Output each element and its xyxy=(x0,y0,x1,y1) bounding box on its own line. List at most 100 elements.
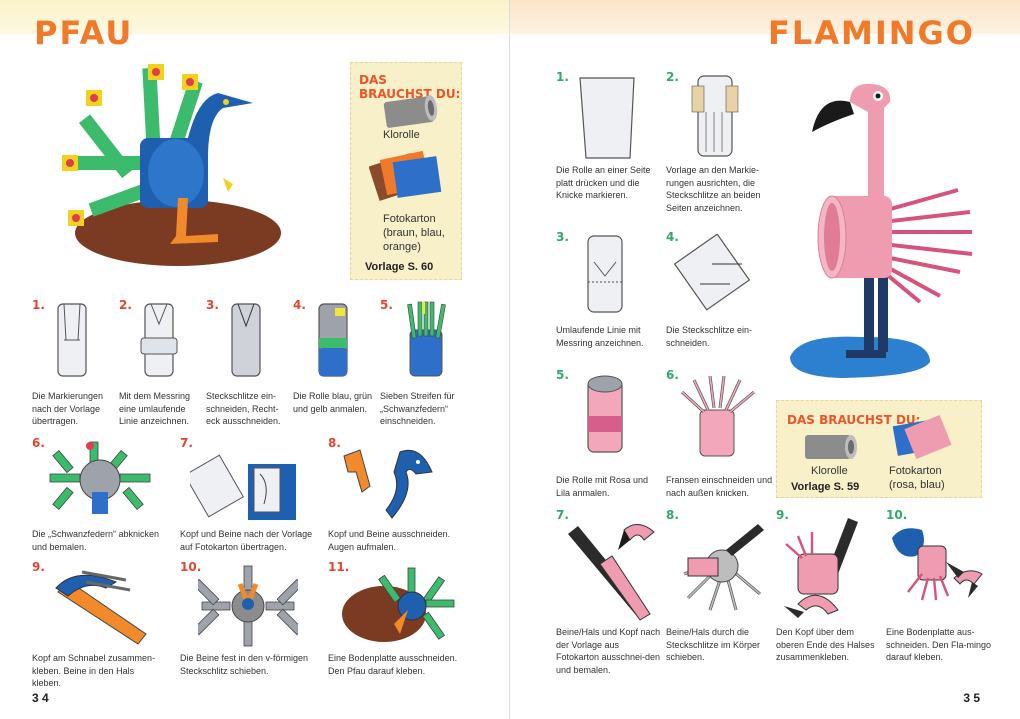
step-number: 6. xyxy=(666,368,679,382)
step-number: 10. xyxy=(886,508,908,522)
page-right: FLAMINGO DAS BRAUCHST DU: xyxy=(510,0,1020,719)
material-item: Klorolle xyxy=(811,465,848,477)
toilet-roll-icon xyxy=(801,431,861,463)
step-text: Die Steckschlitze ein-schneiden. xyxy=(666,325,753,348)
step-text: Mit dem Messring eine umlaufende Linie a… xyxy=(119,391,191,427)
step-text: Die Rolle an einer Seite platt drücken u… xyxy=(556,165,651,201)
step-2: 2. Mit dem Messring eine umlaufende Lini… xyxy=(119,298,205,438)
step-number: 7. xyxy=(180,436,193,450)
template-transfer-illustration xyxy=(190,444,310,526)
roll-pink-illustration xyxy=(580,372,630,456)
roll-flattened-illustration xyxy=(576,74,640,162)
step-9: 9. Kopf am Schnabel zusammen-kleben. Bei… xyxy=(32,560,172,688)
step-6: 6. Die „Schwanzfedern“ abknicken und bem… xyxy=(32,436,172,561)
toilet-roll-icon xyxy=(379,93,441,131)
roll-ring-illustration xyxy=(137,300,181,380)
step-text: Umlaufende Linie mit Messring anzeichnen… xyxy=(556,325,644,348)
page-left: PFAU xyxy=(0,0,510,719)
step-3: 3. Umlaufende Linie mit Messring anzeich… xyxy=(556,230,664,360)
step-number: 9. xyxy=(776,508,789,522)
step-text: Die „Schwanzfedern“ abknicken und bemale… xyxy=(32,529,160,552)
materials-box: DAS BRAUCHST DU: Klorolle Fotokarton (br… xyxy=(350,62,462,280)
material-item: Fotokarton (braun, blau, orange) xyxy=(383,213,445,253)
step-text: Kopf und Beine nach der Vorlage auf Foto… xyxy=(180,529,313,552)
step-3: 3. Steckschlitze ein-schneiden, Recht-ec… xyxy=(206,298,292,438)
page-title: PFAU xyxy=(34,14,134,52)
roll-fringes-illustration xyxy=(674,372,760,460)
step-text: Eine Bodenplatte aus-schneiden. Den Fla-… xyxy=(886,627,992,663)
step-text: Kopf und Beine ausschneiden. Augen aufma… xyxy=(328,529,451,552)
flamingo-craft-photo xyxy=(780,72,980,384)
cardboard-sheets-icon xyxy=(891,415,955,463)
step-5: 5. Sieben Streifen für „Schwanzfedern“ e… xyxy=(380,298,476,438)
neck-through-body-illustration xyxy=(670,514,770,622)
cutout-parts-illustration xyxy=(340,442,440,522)
step-number: 1. xyxy=(32,298,45,312)
step-text: Die Beine fest in den v-förmigen Stecksc… xyxy=(180,653,309,676)
step-text: Vorlage an den Markie-rungen ausrichten,… xyxy=(666,165,761,213)
step-number: 4. xyxy=(666,230,679,244)
step-number: 10. xyxy=(180,560,202,574)
neck-head-cutout-illustration xyxy=(564,514,660,622)
step-text: Steckschlitze ein-schneiden, Recht-eck a… xyxy=(206,391,281,427)
step-number: 5. xyxy=(556,368,569,382)
step-number: 2. xyxy=(119,298,132,312)
title-band xyxy=(0,0,509,34)
step-10: 10. Die Beine fest in den v-förmigen Ste… xyxy=(180,560,320,685)
step-text: Beine/Hals und Kopf nach der Vorlage aus… xyxy=(556,627,661,675)
step-9: 9. Den Kopf über dem oberen Ende des Hal… xyxy=(776,508,884,688)
cardboard-sheets-icon xyxy=(369,149,449,205)
step-number: 9. xyxy=(32,560,45,574)
roll-line-illustration xyxy=(580,232,630,316)
step-5: 5. Die Rolle mit Rosa und Lila anmalen. xyxy=(556,368,664,498)
step-11: 11. Eine Bodenplatte ausschneiden. Den P… xyxy=(328,560,478,685)
step-number: 1. xyxy=(556,70,569,84)
step-number: 11. xyxy=(328,560,350,574)
step-number: 2. xyxy=(666,70,679,84)
step-number: 3. xyxy=(556,230,569,244)
step-number: 7. xyxy=(556,508,569,522)
step-text: Beine/Hals durch die Steckschlitze im Kö… xyxy=(666,627,761,663)
legs-inserted-illustration xyxy=(198,564,298,648)
step-8: 8. Beine/Hals durch die Steckschlitze im… xyxy=(666,508,774,688)
step-text: Die Rolle blau, grün und gelb anmalen. xyxy=(293,391,373,414)
step-4: 4. Die Rolle blau, grün und gelb anmalen… xyxy=(293,298,379,438)
step-1: 1. Die Rolle an einer Seite platt drücke… xyxy=(556,70,664,220)
step-number: 8. xyxy=(666,508,679,522)
step-text: Sieben Streifen für „Schwanzfedern“ eins… xyxy=(380,391,455,427)
page-title: FLAMINGO xyxy=(767,14,975,52)
step-number: 4. xyxy=(293,298,306,312)
step-number: 3. xyxy=(206,298,219,312)
step-text: Die Markierungen nach der Vorlage übertr… xyxy=(32,391,104,427)
materials-box: DAS BRAUCHST DU: Klorolle Fotokarton (ro… xyxy=(776,400,982,498)
flamingo-on-base-illustration xyxy=(888,522,988,618)
step-text: Kopf am Schnabel zusammen-kleben. Beine … xyxy=(32,653,156,689)
feathers-folded-illustration xyxy=(44,440,154,520)
step-number: 6. xyxy=(32,436,45,450)
step-4: 4. Die Steckschlitze ein-schneiden. xyxy=(666,230,776,360)
step-10: 10. Eine Bodenplatte aus-schneiden. Den … xyxy=(886,508,996,688)
roll-slits-cut-illustration xyxy=(672,234,756,314)
page-number: 3 5 xyxy=(963,691,980,705)
page-number: 3 4 xyxy=(32,691,49,705)
template-reference: Vorlage S. 59 xyxy=(791,481,860,493)
peacock-on-base-illustration xyxy=(338,564,458,648)
roll-aligned-illustration xyxy=(690,72,740,160)
head-glued-illustration xyxy=(46,566,156,646)
roll-marked-illustration xyxy=(52,300,92,380)
roll-painted-illustration xyxy=(311,300,355,380)
head-glued-neck-illustration xyxy=(778,514,878,622)
peacock-craft-photo xyxy=(58,58,288,283)
step-2: 2. Vorlage an den Markie-rungen ausricht… xyxy=(666,70,776,230)
step-text: Den Kopf über dem oberen Ende des Halses… xyxy=(776,627,875,663)
step-8: 8. Kopf und Beine ausschneiden. Augen au… xyxy=(328,436,478,561)
template-reference: Vorlage S. 60 xyxy=(365,261,434,273)
step-7: 7. Beine/Hals und Kopf nach der Vorlage … xyxy=(556,508,664,688)
material-item: Fotokarton (rosa, blau) xyxy=(889,465,945,491)
step-6: 6. Fransen einschneiden und nach außen k… xyxy=(666,368,776,498)
roll-slits-illustration xyxy=(224,300,268,380)
step-1: 1. Die Markierungen nach der Vorlage übe… xyxy=(32,298,118,438)
step-text: Eine Bodenplatte ausschneiden. Den Pfau … xyxy=(328,653,458,676)
step-text: Die Rolle mit Rosa und Lila anmalen. xyxy=(556,475,649,498)
